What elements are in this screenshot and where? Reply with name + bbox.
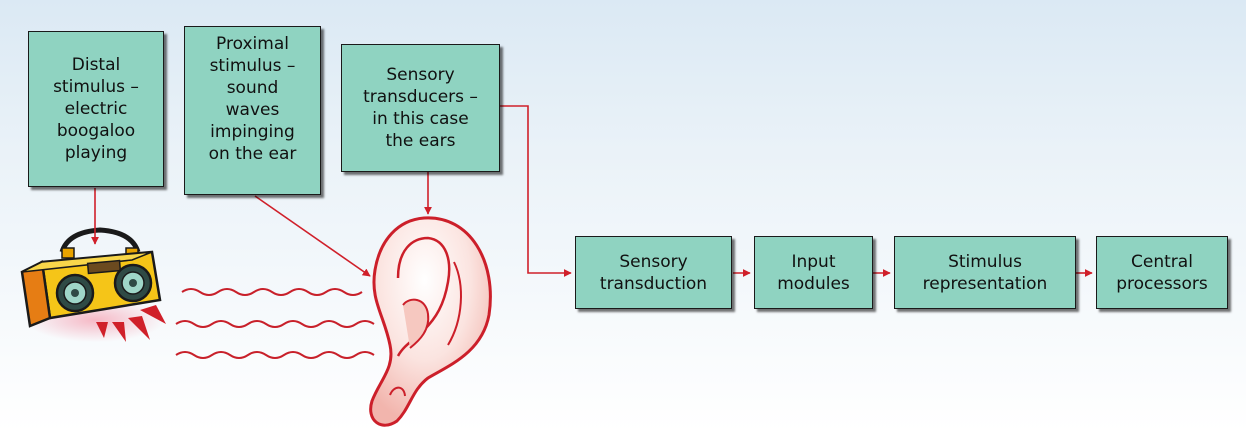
stimulus-representation-box: Stimulus representation <box>894 236 1076 309</box>
ear-icon <box>371 218 491 425</box>
sensory-transduction-box: Sensory transduction <box>575 236 732 309</box>
input-modules-box: Input modules <box>754 236 873 309</box>
proximal-stimulus-box: Proximal stimulus – sound waves impingin… <box>184 26 321 195</box>
sound-wave-icon <box>176 289 374 358</box>
sensory-transducers-box: Sensory transducers – in this case the e… <box>341 44 500 172</box>
boombox-icon <box>22 230 166 342</box>
central-processors-box: Central processors <box>1096 236 1228 309</box>
distal-stimulus-box: Distal stimulus – electric boogaloo play… <box>28 31 164 187</box>
arrow-proximal-to-ear <box>255 196 370 276</box>
arrow-transducers-to-transduction <box>500 106 571 273</box>
